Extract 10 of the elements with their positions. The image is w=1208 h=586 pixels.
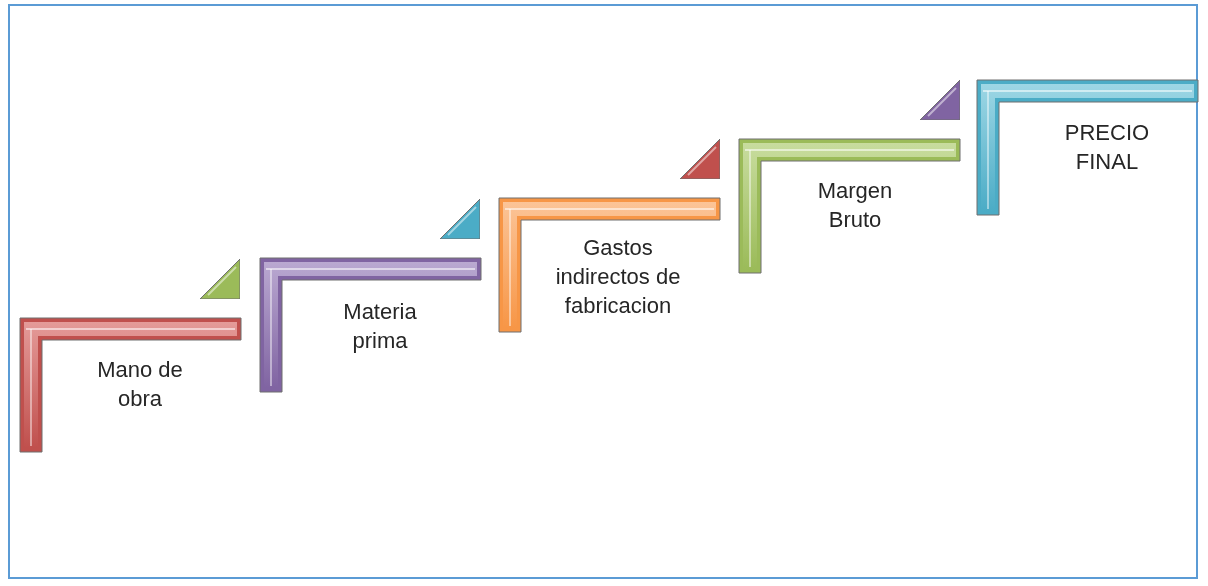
step-label: Gastos indirectos de fabricacion <box>554 234 682 320</box>
step-shape <box>260 258 481 392</box>
step-shape <box>499 198 720 332</box>
step-label: Margen Bruto <box>816 177 894 234</box>
step-label: Mano de obra <box>96 356 184 413</box>
step-label: Materia prima <box>342 298 418 355</box>
step-shape <box>20 318 241 452</box>
step-label: PRECIO FINAL <box>1063 119 1151 176</box>
step-shape <box>739 139 960 273</box>
step-shape <box>977 80 1198 215</box>
